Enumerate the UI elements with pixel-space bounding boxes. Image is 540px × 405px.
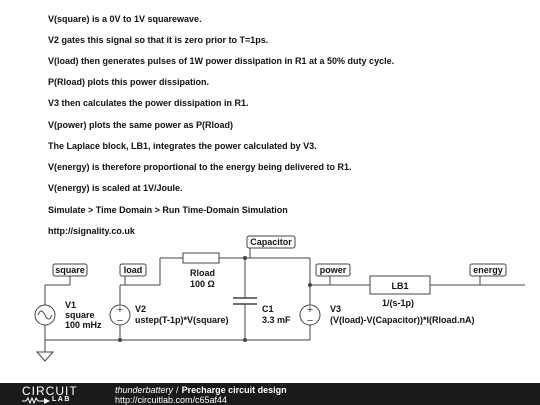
note-line: The Laplace block, LB1, integrates the p…	[48, 141, 317, 151]
net-label-text: Capacitor	[250, 237, 292, 247]
net-label-load[interactable]: load	[119, 263, 147, 277]
note-line: V(power) plots the same power as P(Rload…	[48, 120, 234, 130]
v3-expression: (V(load)-V(Capacitor))*I(Rload.nA)	[330, 315, 475, 325]
junction-dots	[118, 256, 312, 342]
note-line: V(energy) is therefore proportional to t…	[48, 162, 352, 172]
plus-icon: +	[117, 304, 123, 316]
junction-dot	[118, 338, 122, 342]
logo-text-top: CIRCUIT	[22, 384, 78, 398]
c1-name: C1	[262, 304, 274, 314]
footer-bar: CIRCUIT LAB thunderbattery/Precharge cir…	[0, 383, 540, 405]
rload-name: Rload	[190, 268, 215, 278]
note-line: V3 then calculates the power dissipation…	[48, 98, 249, 108]
v1-waveform: square	[65, 310, 95, 320]
net-label-square[interactable]: square	[52, 263, 88, 277]
note-line: V(energy) is scaled at 1V/Joule.	[48, 183, 183, 193]
circuit-title: thunderbattery/Precharge circuit design	[115, 385, 287, 395]
plus-icon: +	[307, 304, 313, 316]
rload-value: 100 Ω	[190, 279, 215, 289]
c1-capacitor[interactable]: C1 3.3 mF	[233, 297, 291, 325]
net-label-capacitor[interactable]: Capacitor	[246, 235, 296, 249]
wires	[44, 248, 525, 352]
rload-resistor[interactable]: Rload 100 Ω	[182, 252, 220, 289]
net-label-energy[interactable]: energy	[469, 263, 507, 277]
v2-source[interactable]: + − V2 ustep(T-1p)*V(square)	[109, 304, 229, 327]
note-line: V(load) then generates pulses of 1W powe…	[48, 56, 395, 66]
v1-frequency: 100 mHz	[65, 320, 102, 330]
circuit-url-link[interactable]: http://circuitlab.com/c65af44	[115, 395, 228, 405]
v1-name: V1	[65, 300, 76, 310]
title-separator: /	[176, 385, 179, 395]
laplace-block-box	[369, 275, 431, 295]
net-label-text: square	[55, 265, 85, 275]
schematic: V1 square 100 mHz + − V2 ustep(T-1p)*V(s…	[34, 235, 525, 362]
net-label-text: power	[320, 265, 347, 275]
note-line: P(Rload) plots this power dissipation.	[48, 77, 210, 87]
lb1-transfer: 1/(s-1p)	[382, 298, 414, 308]
c1-value: 3.3 mF	[262, 315, 291, 325]
junction-dot	[243, 338, 247, 342]
logo-text-bottom: LAB	[52, 396, 71, 403]
circuitlab-logo[interactable]: CIRCUIT LAB	[22, 384, 100, 404]
resistor-icon	[182, 252, 220, 264]
net-label-text: energy	[473, 265, 503, 275]
logo-wave-icon	[22, 397, 50, 404]
v2-name: V2	[135, 304, 146, 314]
ground-icon	[35, 351, 55, 362]
junction-dot	[308, 283, 312, 287]
voltage-source-icon	[299, 304, 321, 326]
v2-expression: ustep(T-1p)*V(square)	[135, 315, 229, 325]
junction-dot	[243, 256, 247, 260]
note-line: V2 gates this signal so that it is zero …	[48, 35, 269, 45]
net-label-text: load	[124, 265, 143, 275]
v1-source[interactable]: V1 square 100 mHz	[34, 300, 102, 330]
minus-icon: −	[307, 315, 313, 327]
minus-icon: −	[117, 315, 123, 327]
note-line: Simulate > Time Domain > Run Time-Domain…	[48, 205, 288, 215]
sine-wave-icon	[37, 310, 53, 320]
circuit-name: Precharge circuit design	[181, 385, 287, 395]
lb1-laplace-block[interactable]: LB1 1/(s-1p)	[369, 275, 431, 308]
author-link[interactable]: thunderbattery	[115, 385, 174, 395]
v3-name: V3	[330, 304, 341, 314]
voltage-source-icon	[109, 304, 131, 326]
v3-source[interactable]: + − V3 (V(load)-V(Capacitor))*I(Rload.nA…	[299, 304, 475, 327]
net-label-power[interactable]: power	[315, 263, 351, 277]
note-line: V(square) is a 0V to 1V squarewave.	[48, 14, 202, 24]
lb1-name: LB1	[391, 281, 408, 291]
note-line[interactable]: http://signality.co.uk	[48, 226, 135, 236]
